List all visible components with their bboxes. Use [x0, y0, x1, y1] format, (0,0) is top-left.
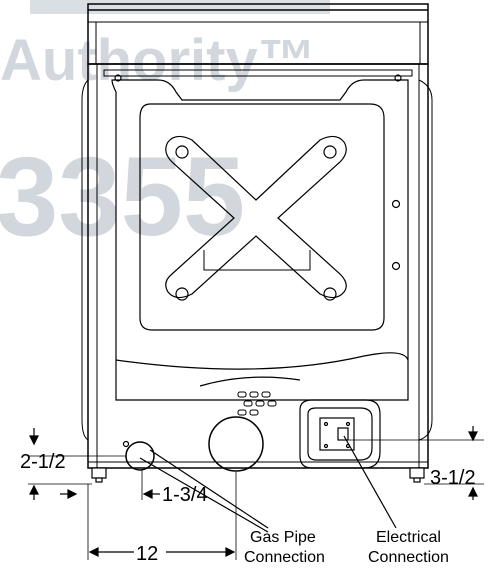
- gas-pipe-label-line2: Connection: [244, 549, 325, 566]
- back-panel: [111, 79, 409, 401]
- leveling-feet: [91, 467, 425, 483]
- dimension-bottom-width: 12: [136, 543, 158, 565]
- dimension-left-height: 2-1/2: [20, 451, 66, 473]
- electrical-terminal-block: [299, 399, 381, 469]
- vent-grille: [237, 391, 277, 416]
- watermark-bar: [30, 0, 330, 14]
- electrical-label-line1: Electrical: [376, 529, 441, 546]
- cabinet: [87, 63, 429, 469]
- screw-holes: [114, 74, 402, 448]
- gas-pipe-label-line1: Gas Pipe: [250, 529, 316, 546]
- dimension-right-height: 3-1/2: [430, 467, 476, 489]
- dimension-gas-offset: 1-3/4: [162, 484, 208, 506]
- watermark: Authority™ 3355: [0, 0, 330, 259]
- dimension-lines: [28, 426, 484, 560]
- gas-pipe-hole: [125, 441, 155, 471]
- watermark-number: 3355: [0, 134, 245, 259]
- electrical-label-line2: Connection: [368, 549, 449, 566]
- side-rails: [81, 79, 433, 441]
- exhaust-outlet: [208, 416, 264, 472]
- watermark-text: Authority™: [0, 28, 316, 93]
- x-brace: [165, 135, 347, 301]
